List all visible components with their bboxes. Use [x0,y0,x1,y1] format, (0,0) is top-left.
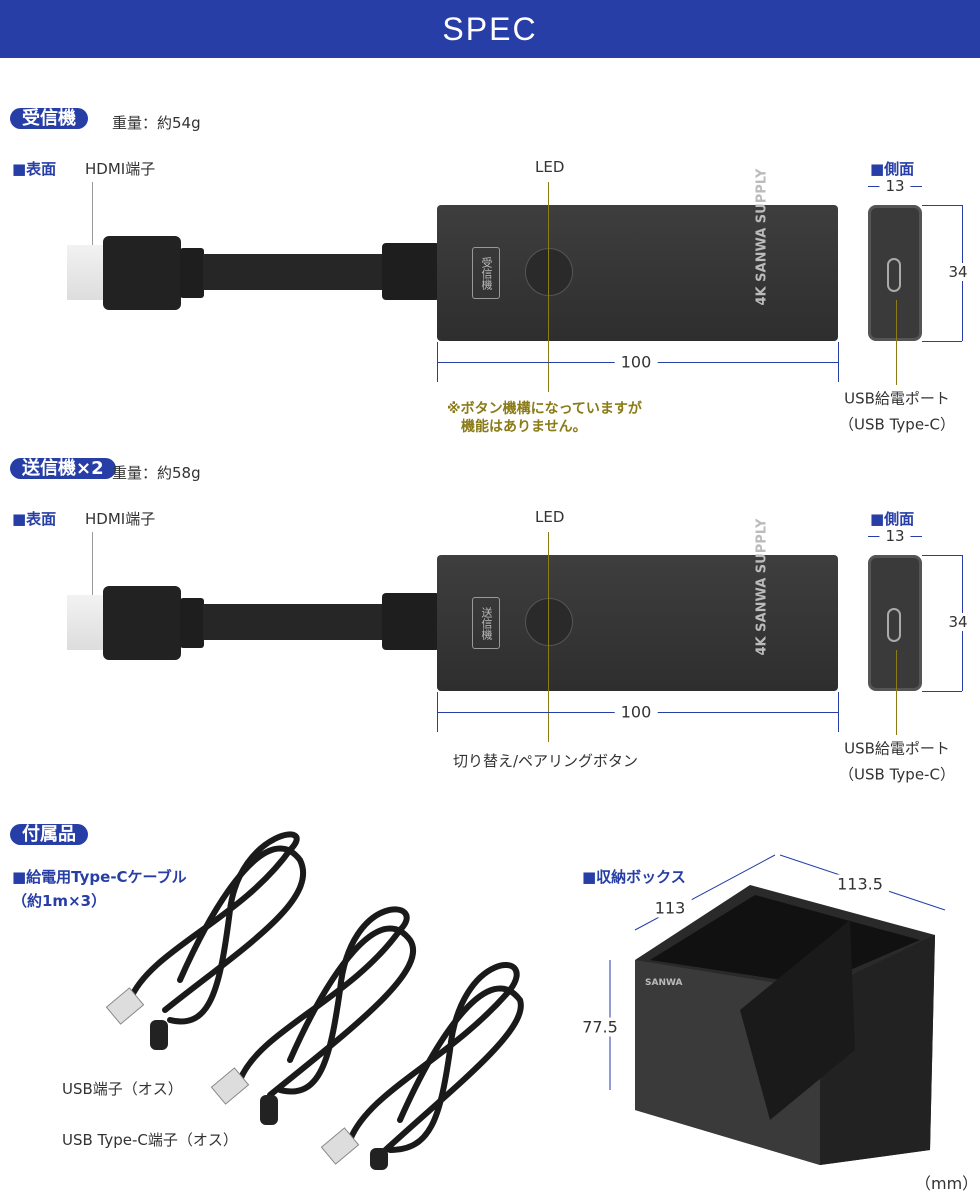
side-view [868,555,922,691]
height-tick-top [922,555,962,556]
hdmi-leader [92,532,93,602]
led-label: LED [535,508,565,526]
hdmi-plug [103,586,181,660]
plug-collar [180,248,204,298]
sanwa-logo: 4K SANWA SUPPLY [754,168,770,306]
device-body: 送信機 4K SANWA SUPPLY [437,518,838,691]
cable-1 [127,831,300,1025]
accessories-badge-label: 付属品 [10,824,88,845]
height-dim: 34 [942,263,974,281]
height-tick-bottom [922,341,962,342]
plug-collar [180,598,204,648]
flat-cable [203,254,385,290]
button-note: ※ボタン機構になっていますが 機能はありません。 [447,400,642,436]
box-label: ■収納ボックス [582,868,686,886]
led-button [525,598,573,646]
cable-2b [267,925,417,1098]
usb-a-plug [320,1127,360,1165]
flat-cable [203,604,385,640]
usb-c-plug [260,1095,278,1125]
box-logo: SANWA [645,978,683,988]
usb-c-port [887,608,901,642]
usb-a-label: USB端子（オス） [62,1080,183,1098]
device-type-mark: 送信機 [472,597,500,649]
side-width-dim: 13 [879,177,911,195]
side-view [868,205,922,341]
hdmi-connector [67,595,107,650]
cable-2 [237,906,410,1095]
cables-illustration [105,831,524,1170]
box-height-dim: 77.5 [576,1017,624,1037]
hdmi-plug [103,236,181,310]
hdmi-connector [67,245,107,300]
height-tick-bottom [922,691,962,692]
cable-3b [377,985,524,1158]
cable-label: ■給電用Type-Cケーブル [12,868,187,886]
usb-leader [896,650,897,735]
height-dim: 34 [942,613,974,631]
device-badge: 送信機×2 [10,454,116,484]
cable-qty: （約1m×3） [12,892,107,910]
usb-c-label: USB Type-C端子（オス） [62,1131,238,1149]
led-leader [548,532,549,742]
hdmi-label: HDMI端子 [85,160,156,178]
usb-port-label: USB給電ポート [844,389,950,408]
hdmi-label: HDMI端子 [85,510,156,528]
height-tick-top [922,205,962,206]
width-dim: 100 [614,702,658,722]
hdmi-leader [92,182,93,252]
usb-c-port [887,258,901,292]
pairing-button-label: 切り替え/ペアリングボタン [453,752,639,770]
front-label: ■表面 [12,510,57,528]
box-width-dim: 113.5 [831,874,889,894]
usb-a-plug [210,1067,250,1105]
usb-port-label: USB給電ポート [844,739,950,758]
weight: 重量：約58g [112,464,201,482]
unit-label: （mm） [915,1174,979,1193]
side-label: ■側面 [870,510,915,528]
side-label: ■側面 [870,160,915,178]
usb-leader [896,300,897,385]
cable-3 [347,962,520,1153]
note-line-2: 機能はありません。 [461,419,587,435]
led-leader [548,182,549,392]
strain-relief [382,593,440,650]
led-label: LED [535,158,565,176]
dim-tick-right [838,342,839,382]
usb-c-plug [370,1148,388,1170]
device-body: 受信機 4K SANWA SUPPLY [437,168,838,341]
dim-tick-right [838,692,839,732]
usb-c-plug [150,1020,168,1050]
accessories-badge: 付属品 [10,820,88,850]
device-badge: 受信機 [10,104,88,134]
weight: 重量：約54g [112,114,201,132]
note-line-1: ※ボタン機構になっていますが [447,401,642,417]
led-button [525,248,573,296]
width-dim: 100 [614,352,658,372]
device-type-mark: 受信機 [472,247,500,299]
side-width-dim: 13 [879,527,911,545]
strain-relief [382,243,440,300]
usb-type-label: （USB Type-C） [839,765,955,784]
usb-a-plug [105,987,145,1025]
front-label: ■表面 [12,160,57,178]
box-depth-dim: 113 [648,898,692,918]
page-title: SPEC [0,0,980,58]
storage-box: SANWA [609,854,946,1165]
usb-type-label: （USB Type-C） [839,415,955,434]
sanwa-logo: 4K SANWA SUPPLY [754,518,770,656]
cable-1b [162,845,307,1013]
